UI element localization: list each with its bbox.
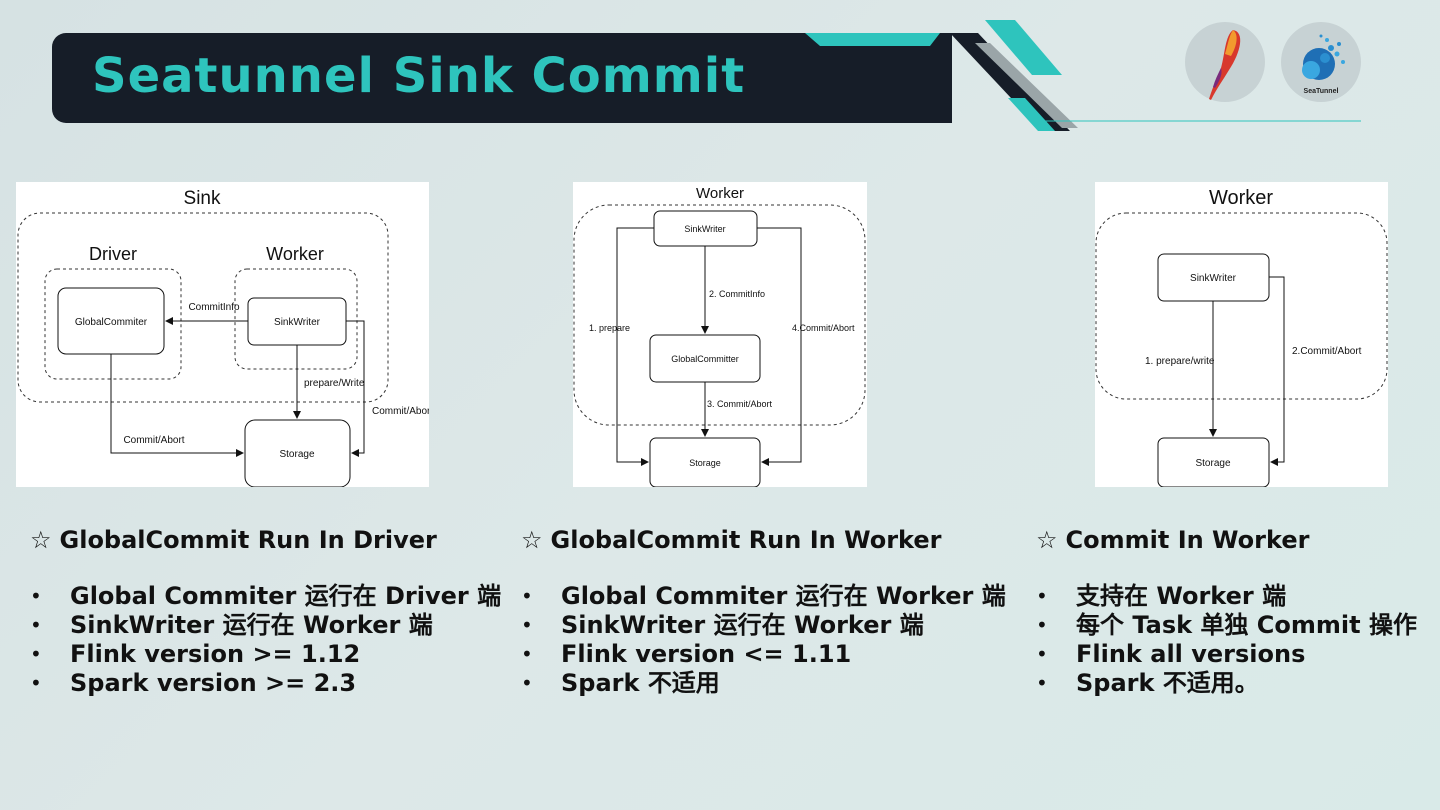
section-title-text: GlobalCommit Run In Worker xyxy=(550,526,942,554)
edge-commit-abort-right: Commit/Abort xyxy=(372,406,429,417)
star-icon: ☆ xyxy=(30,526,52,554)
bullet-list-driver: Global Commiter 运行在 Driver 端 SinkWriter … xyxy=(30,582,501,698)
seatunnel-logo-label: SeaTunnel xyxy=(1304,88,1339,95)
bullet-item: Spark 不适用 xyxy=(521,669,1006,698)
section-title-worker-global: ☆GlobalCommit Run In Worker xyxy=(521,526,941,554)
storage-node: Storage xyxy=(1195,458,1230,469)
diagram-title: Worker xyxy=(1209,187,1273,209)
title-decoration xyxy=(805,20,1361,131)
storage-node: Storage xyxy=(689,458,721,468)
seatunnel-logo: SeaTunnel xyxy=(1281,22,1361,102)
star-icon: ☆ xyxy=(1036,526,1058,554)
bullet-item: SinkWriter 运行在 Worker 端 xyxy=(521,611,1006,640)
section-title-worker-commit: ☆Commit In Worker xyxy=(1036,526,1309,554)
global-commiter-node: GlobalCommiter xyxy=(75,317,148,328)
edge-prepare: 1. prepare xyxy=(589,323,630,333)
star-icon: ☆ xyxy=(521,526,543,554)
edge-prepare-write: prepare/Write xyxy=(304,378,365,389)
bullet-item: Flink version >= 1.12 xyxy=(30,640,501,669)
sink-writer-node: SinkWriter xyxy=(1190,273,1237,284)
bullet-item: 支持在 Worker 端 xyxy=(1036,582,1417,611)
diagram-title: Sink xyxy=(184,188,221,209)
bullet-item: Spark version >= 2.3 xyxy=(30,669,501,698)
edge-commit-abort: 2.Commit/Abort xyxy=(1292,346,1362,357)
bullet-item: Global Commiter 运行在 Worker 端 xyxy=(521,582,1006,611)
section-title-text: GlobalCommit Run In Driver xyxy=(59,526,437,554)
slide-title: Seatunnel Sink Commit xyxy=(92,48,746,104)
bullet-item: Spark 不适用。 xyxy=(1036,669,1417,698)
storage-node: Storage xyxy=(279,449,314,460)
bullet-item: Flink version <= 1.11 xyxy=(521,640,1006,669)
bullet-item: Flink all versions xyxy=(1036,640,1417,669)
bullet-list-worker-commit: 支持在 Worker 端 每个 Task 单独 Commit 操作 Flink … xyxy=(1036,582,1417,698)
diagram-driver: Sink Driver Worker GlobalCommiter SinkWr… xyxy=(16,182,429,487)
apache-feather-logo xyxy=(1185,22,1265,102)
sink-writer-node: SinkWriter xyxy=(274,317,321,328)
sink-writer-node: SinkWriter xyxy=(684,224,725,234)
edge-commitinfo: 2. CommitInfo xyxy=(709,289,765,299)
edge-commit-abort-mid: 3. Commit/Abort xyxy=(707,399,773,409)
section-title-text: Commit In Worker xyxy=(1065,526,1310,554)
bullet-item: SinkWriter 运行在 Worker 端 xyxy=(30,611,501,640)
diagram-worker-commit: Worker SinkWriter Storage 1. prepare/wri… xyxy=(1095,182,1388,487)
global-committer-node: GlobalCommitter xyxy=(671,354,739,364)
edge-commit-abort-right: 4.Commit/Abort xyxy=(792,323,855,333)
driver-label: Driver xyxy=(89,244,137,264)
diagram-title: Worker xyxy=(696,185,744,202)
diagram-worker-global: Worker SinkWriter GlobalCommitter Storag… xyxy=(573,182,867,487)
edge-prepare-write: 1. prepare/write xyxy=(1145,356,1215,367)
edge-commit-abort-left: Commit/Abort xyxy=(123,435,184,446)
edge-commitinfo: CommitInfo xyxy=(188,302,240,313)
section-title-driver: ☆GlobalCommit Run In Driver xyxy=(30,526,437,554)
title-bar xyxy=(52,33,952,123)
bullet-item: Global Commiter 运行在 Driver 端 xyxy=(30,582,501,611)
bullet-item: 每个 Task 单独 Commit 操作 xyxy=(1036,611,1417,640)
worker-label: Worker xyxy=(266,244,324,264)
bullet-list-worker-global: Global Commiter 运行在 Worker 端 SinkWriter … xyxy=(521,582,1006,698)
